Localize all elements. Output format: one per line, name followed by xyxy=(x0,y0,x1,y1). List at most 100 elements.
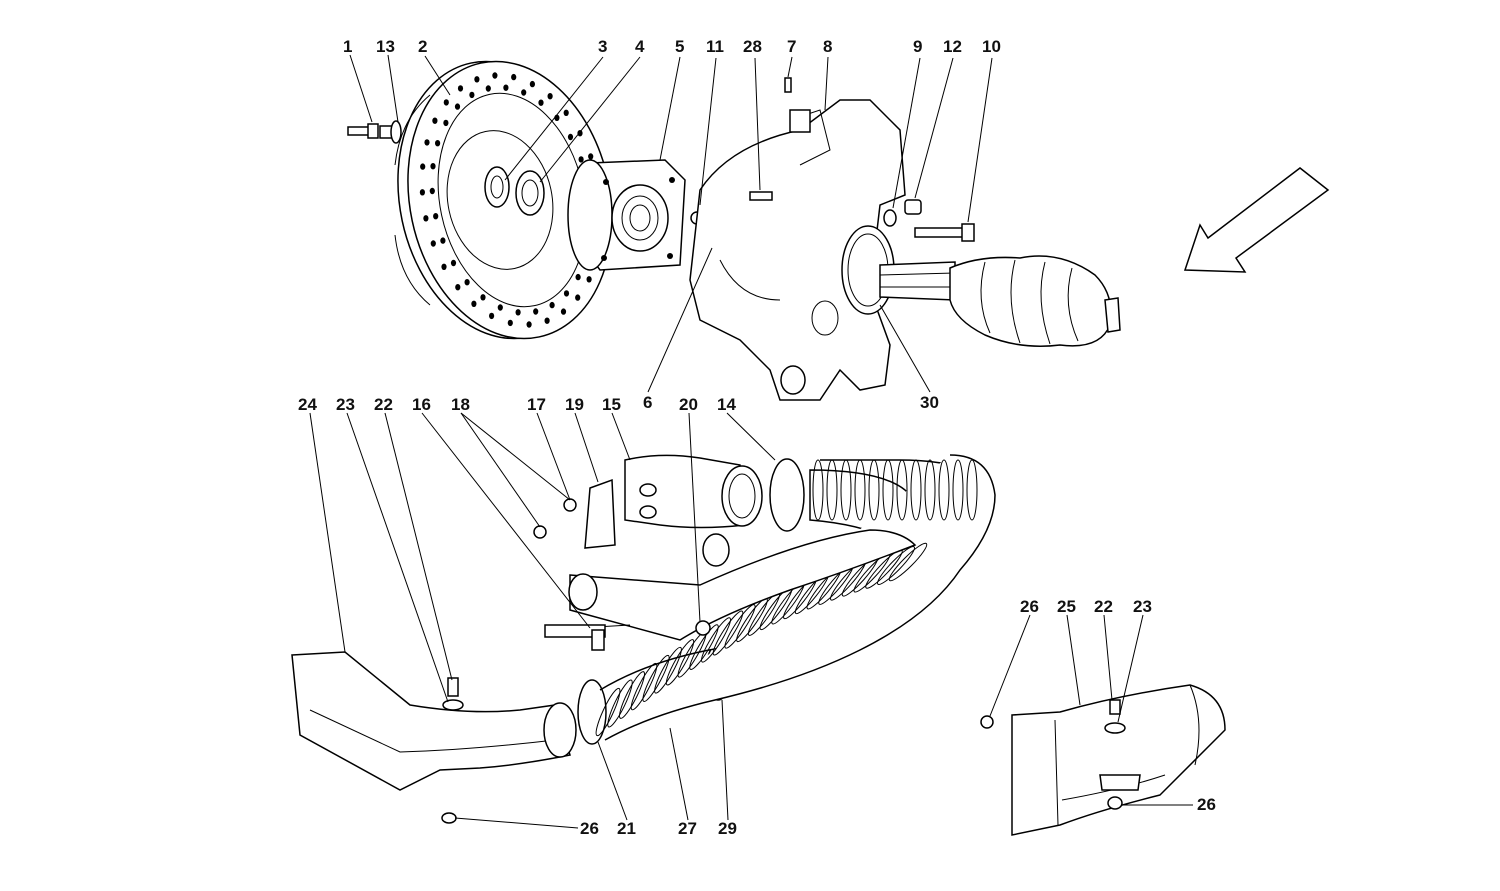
label-2: 2 xyxy=(418,37,427,56)
disc-hole xyxy=(464,279,470,286)
left-fasteners xyxy=(441,677,464,824)
label-4: 4 xyxy=(635,37,645,56)
hose-rib xyxy=(595,687,621,737)
label-7: 7 xyxy=(787,37,796,56)
disc-hole xyxy=(440,237,446,244)
label-26-right-top: 26 xyxy=(1020,597,1039,616)
disc-hole xyxy=(578,156,584,163)
disc-hole xyxy=(485,85,491,92)
label-25: 25 xyxy=(1057,597,1076,616)
hose-rib xyxy=(854,459,866,521)
label-21: 21 xyxy=(617,819,636,838)
disc-hole xyxy=(429,187,435,195)
wheel-hub xyxy=(567,159,686,271)
disc-hole xyxy=(489,312,495,320)
label-14: 14 xyxy=(717,395,736,414)
disc-hole xyxy=(424,139,430,146)
label-9: 9 xyxy=(913,37,922,56)
hose-rib xyxy=(812,459,824,521)
label-6: 6 xyxy=(643,393,652,412)
part-labels: 1 13 2 3 4 5 11 28 7 8 9 12 10 6 30 24 2… xyxy=(298,37,1216,838)
label-3: 3 xyxy=(598,37,607,56)
disc-hole xyxy=(480,294,486,301)
label-15: 15 xyxy=(602,395,621,414)
disc-hole xyxy=(419,189,425,196)
bearing-rings xyxy=(484,166,545,216)
hose-rib xyxy=(712,610,744,656)
hose-rib xyxy=(642,654,670,702)
label-12: 12 xyxy=(943,37,962,56)
disc-hole xyxy=(544,317,550,324)
label-29: 29 xyxy=(718,819,737,838)
disc-hole xyxy=(471,300,477,307)
disc-hole xyxy=(430,240,436,247)
label-5: 5 xyxy=(675,37,684,56)
disc-hole xyxy=(529,80,536,88)
air-intake xyxy=(624,454,805,567)
disc-hole xyxy=(443,119,449,127)
disc-hole xyxy=(435,140,441,147)
label-30: 30 xyxy=(920,393,939,412)
disc-hole xyxy=(563,109,569,117)
disc-hole xyxy=(547,93,553,100)
air-duct-right xyxy=(980,684,1226,836)
disc-hole xyxy=(503,84,509,91)
label-18: 18 xyxy=(451,395,470,414)
hose-rib xyxy=(877,546,915,585)
disc-hole xyxy=(575,294,581,301)
disc-hole xyxy=(507,319,513,327)
hose-rib xyxy=(924,459,936,521)
disc-hole xyxy=(560,308,567,315)
disc-hole xyxy=(563,290,570,297)
disc-hole xyxy=(575,273,581,281)
disc-hole xyxy=(469,91,475,99)
label-27: 27 xyxy=(678,819,697,838)
disc-hole xyxy=(423,215,429,222)
label-23-right: 23 xyxy=(1133,597,1152,616)
disc-hole xyxy=(443,99,449,106)
hose-rib xyxy=(938,459,950,521)
disc-hole xyxy=(497,304,503,311)
label-28: 28 xyxy=(743,37,762,56)
disc-hole xyxy=(420,163,426,170)
upright-bolt xyxy=(883,199,975,242)
disc-hole xyxy=(511,73,517,81)
label-20: 20 xyxy=(679,395,698,414)
hose-rib xyxy=(952,459,964,521)
label-22-right: 22 xyxy=(1094,597,1113,616)
label-26-left: 26 xyxy=(580,819,599,838)
disc-hole xyxy=(450,259,457,267)
hub-carrier xyxy=(689,77,906,401)
disc-hole xyxy=(533,308,539,315)
hose-rib xyxy=(619,671,645,719)
leader-lines xyxy=(309,54,1193,829)
hose-rib xyxy=(868,459,880,521)
disc-hole xyxy=(454,103,461,110)
hose-rib xyxy=(910,459,922,521)
label-19: 19 xyxy=(565,395,584,414)
hose-rib xyxy=(966,459,978,521)
label-10: 10 xyxy=(982,37,1001,56)
hose-rib xyxy=(888,542,928,582)
disc-hole xyxy=(526,321,532,328)
disc-hole xyxy=(441,263,447,270)
hose-rib xyxy=(689,624,719,670)
drive-shaft xyxy=(879,255,1121,347)
small-hardware xyxy=(533,478,711,651)
disc-hole xyxy=(538,99,544,106)
disc-hole xyxy=(455,284,461,291)
disc-hole xyxy=(457,85,464,92)
hose-rib xyxy=(701,617,731,663)
label-22: 22 xyxy=(374,395,393,414)
label-16: 16 xyxy=(412,395,431,414)
pin xyxy=(749,191,773,201)
hose-rib xyxy=(630,662,658,711)
disc-hole xyxy=(549,301,555,309)
hose-rib xyxy=(882,459,894,521)
label-11: 11 xyxy=(706,37,724,56)
hose-rib xyxy=(826,459,838,521)
disc-hole xyxy=(492,72,498,79)
hose-rib xyxy=(654,646,682,694)
hose-rib xyxy=(896,459,908,521)
